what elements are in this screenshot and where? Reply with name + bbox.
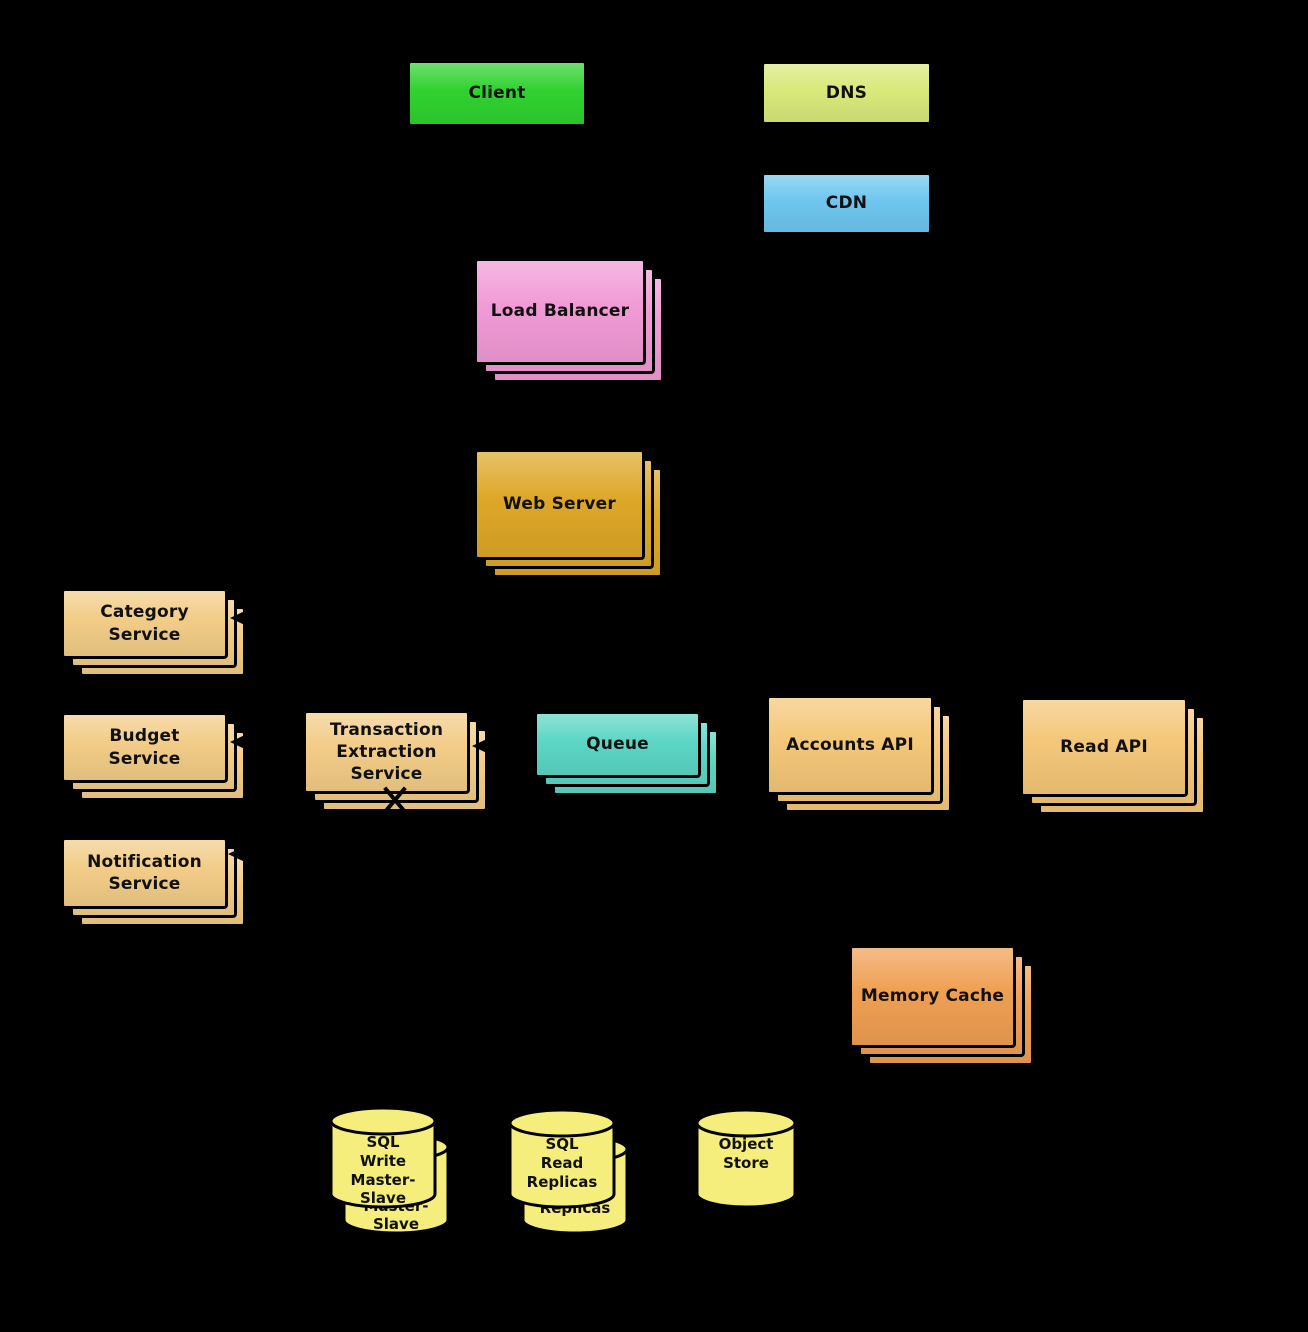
node-sql-read-replicas: SQL Read Replicas [507, 1107, 617, 1210]
node-label: Accounts API [786, 734, 914, 755]
node-cdn: CDN [761, 172, 932, 235]
cylinder-shape [508, 1108, 616, 1209]
node-label: Read API [1060, 736, 1148, 757]
connector-arrowhead-icon [230, 610, 247, 626]
node-label: Client [468, 83, 526, 104]
node-transaction-extraction-service: Transaction Extraction Service [303, 710, 470, 794]
node-sql-write-master-slave: SQL Write Master- Slave [328, 1105, 438, 1210]
cylinder-shape [329, 1106, 437, 1209]
node-label: Web Server [503, 494, 616, 515]
connector-arrowhead-icon [228, 846, 245, 862]
node-accounts-api: Accounts API [766, 695, 934, 795]
connector-arrowhead-icon [472, 738, 489, 754]
node-label: Budget Service [108, 726, 181, 769]
node-category-service: Category Service [61, 588, 228, 659]
node-label: SQL Write Master- Slave [350, 1133, 416, 1208]
node-label: Object Store [718, 1135, 774, 1172]
connector-arrowhead-icon [230, 734, 247, 750]
node-memory-cache: Memory Cache [849, 945, 1016, 1048]
node-client: Client [407, 60, 587, 127]
node-label: Queue [586, 734, 649, 755]
node-label: Memory Cache [860, 986, 1005, 1007]
node-object-store: Object Store [694, 1107, 798, 1210]
node-dns: DNS [761, 61, 932, 125]
node-label: SQL Read Replicas [526, 1135, 598, 1191]
node-web-server: Web Server [474, 449, 645, 560]
cylinder-shape [695, 1108, 797, 1209]
node-queue: Queue [534, 711, 701, 778]
node-label: Load Balancer [490, 301, 630, 322]
node-label: Category Service [100, 602, 189, 645]
node-label: DNS [825, 82, 868, 103]
node-budget-service: Budget Service [61, 712, 228, 783]
node-notification-service: Notification Service [61, 837, 228, 909]
node-load-balancer: Load Balancer [474, 258, 646, 365]
node-label: Transaction Extraction Service [329, 719, 444, 785]
node-read-api: Read API [1020, 697, 1188, 797]
node-label: CDN [825, 193, 868, 214]
node-label: Notification Service [87, 851, 202, 894]
